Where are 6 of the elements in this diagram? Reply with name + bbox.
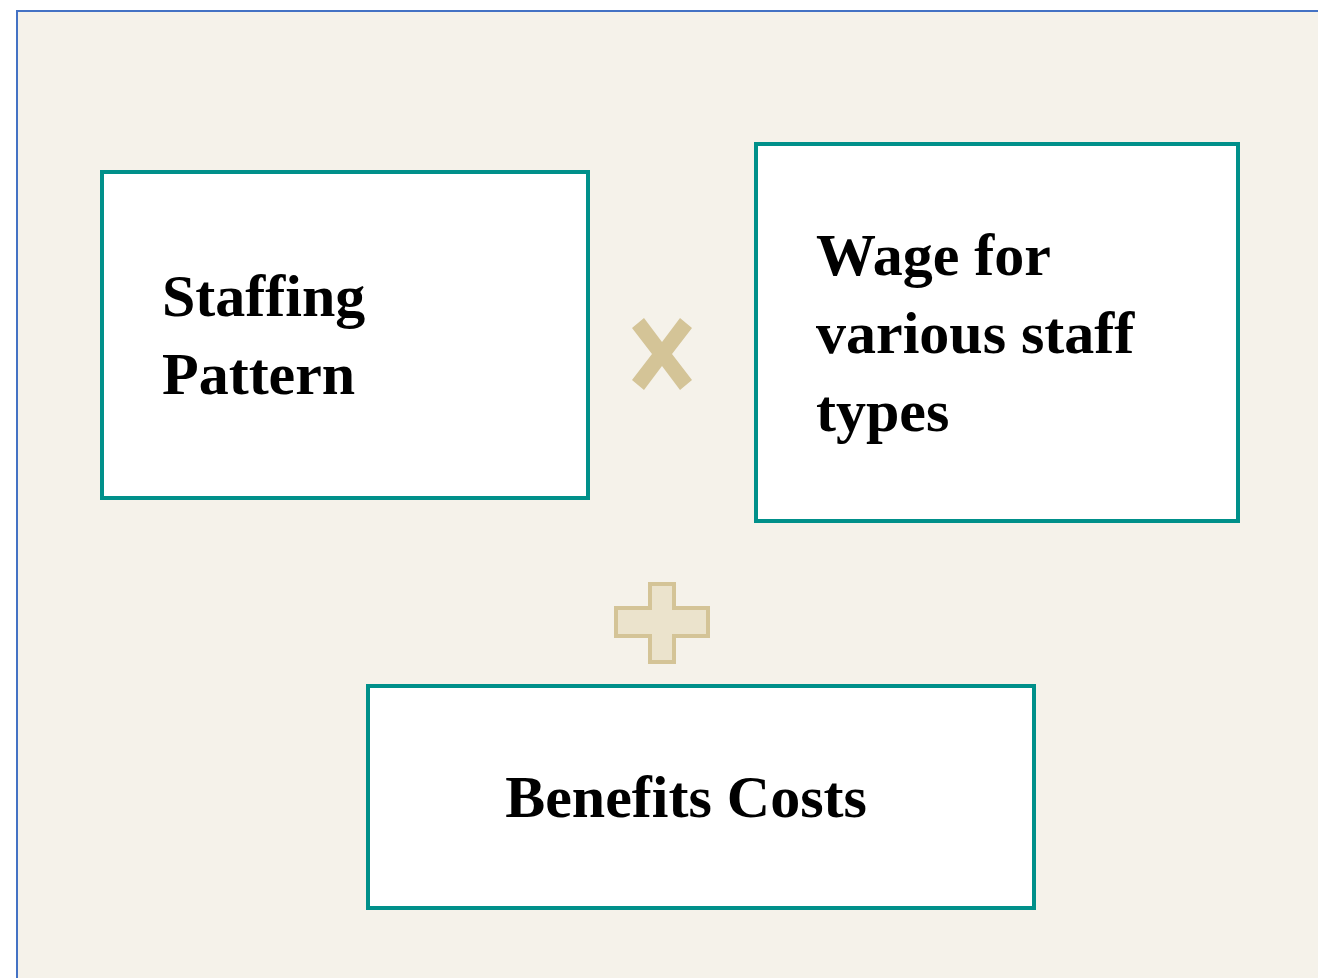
wage-box — [754, 142, 1240, 523]
benefits-costs-box — [366, 684, 1036, 910]
box-label: Staffing Pattern — [162, 262, 367, 409]
box-label: Wage for various staff types — [816, 220, 1136, 446]
box-label: Benefits Costs — [505, 763, 867, 832]
staffing-pattern-box — [100, 170, 590, 500]
